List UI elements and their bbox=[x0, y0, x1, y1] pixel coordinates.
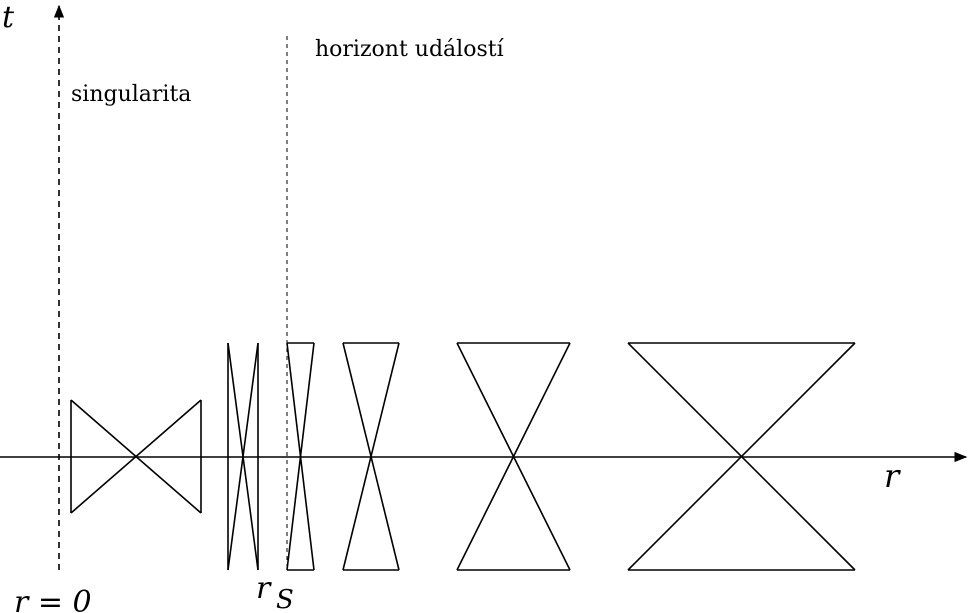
light-cone-inside-2 bbox=[227, 342, 259, 571]
light-cone-inside-1 bbox=[70, 399, 202, 514]
r-axis-label: r bbox=[884, 457, 901, 495]
r-zero-label: r = 0 bbox=[14, 585, 92, 613]
light-cone-outside-2 bbox=[456, 342, 571, 571]
t-axis-label: t bbox=[2, 0, 15, 35]
light-cone-outside-1 bbox=[342, 342, 400, 571]
horizon-label: horizont událostí bbox=[315, 37, 505, 62]
singularity-label: singularita bbox=[71, 82, 191, 107]
r-s-subscript: S bbox=[276, 585, 294, 613]
light-cone-horizon bbox=[286, 342, 315, 571]
light-cone-outside-3 bbox=[627, 342, 856, 571]
r-s-label: r bbox=[256, 571, 272, 606]
